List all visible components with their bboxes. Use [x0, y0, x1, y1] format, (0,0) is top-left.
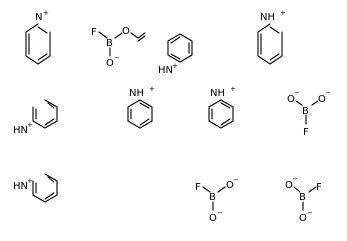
svg-text:O: O — [209, 213, 217, 224]
pyridinium-6: NH + — [208, 85, 236, 129]
svg-text:−: − — [294, 89, 300, 97]
fluoroborate-1: O − B O − F — [287, 89, 331, 138]
svg-text:O: O — [106, 58, 114, 69]
svg-text:−: − — [292, 175, 298, 183]
fluoroborate-2: F B O − O − — [195, 176, 239, 224]
svg-text:F: F — [316, 182, 322, 193]
svg-text:+: + — [43, 9, 49, 17]
svg-text:+: + — [27, 177, 33, 185]
svg-text:F: F — [303, 127, 309, 138]
svg-text:−: − — [114, 54, 120, 62]
pyridinium-7: HN + — [13, 173, 58, 203]
pyridinium-1-n: N — [35, 12, 42, 23]
pyridinium-3: NH + — [257, 9, 286, 65]
vinyl-fluoroborinate: F B O O − — [91, 26, 146, 69]
svg-text:O: O — [299, 213, 307, 224]
svg-text:+: + — [230, 85, 236, 93]
svg-text:O: O — [122, 26, 130, 37]
svg-text:F: F — [91, 27, 97, 38]
svg-text:NH: NH — [129, 88, 144, 99]
svg-text:O: O — [285, 180, 293, 191]
svg-text:−: − — [233, 176, 239, 184]
svg-text:F: F — [195, 182, 201, 193]
svg-text:−: − — [217, 209, 223, 217]
svg-text:NH: NH — [260, 12, 275, 23]
pyridinium-2: HN + — [158, 33, 193, 76]
svg-text:B: B — [299, 192, 306, 203]
svg-text:HN: HN — [158, 65, 173, 76]
svg-text:O: O — [287, 94, 295, 105]
svg-text:−: − — [307, 209, 313, 217]
svg-text:+: + — [280, 9, 286, 17]
svg-text:O: O — [226, 180, 234, 191]
svg-text:+: + — [149, 85, 155, 93]
svg-text:O: O — [318, 94, 326, 105]
svg-text:NH: NH — [210, 88, 225, 99]
svg-text:−: − — [325, 89, 331, 97]
svg-text:B: B — [106, 38, 113, 49]
svg-text:+: + — [27, 121, 33, 129]
svg-text:B: B — [302, 106, 309, 117]
pyridinium-4: HN + — [13, 99, 58, 136]
pyridinium-5: NH + — [127, 85, 155, 129]
svg-text:+: + — [172, 62, 178, 70]
pyridinium-1: N + — [25, 9, 51, 65]
svg-text:B: B — [209, 192, 216, 203]
fluoroborate-3: O − B F O − — [285, 175, 322, 224]
svg-text:HN: HN — [13, 181, 28, 192]
svg-text:HN: HN — [13, 125, 28, 136]
